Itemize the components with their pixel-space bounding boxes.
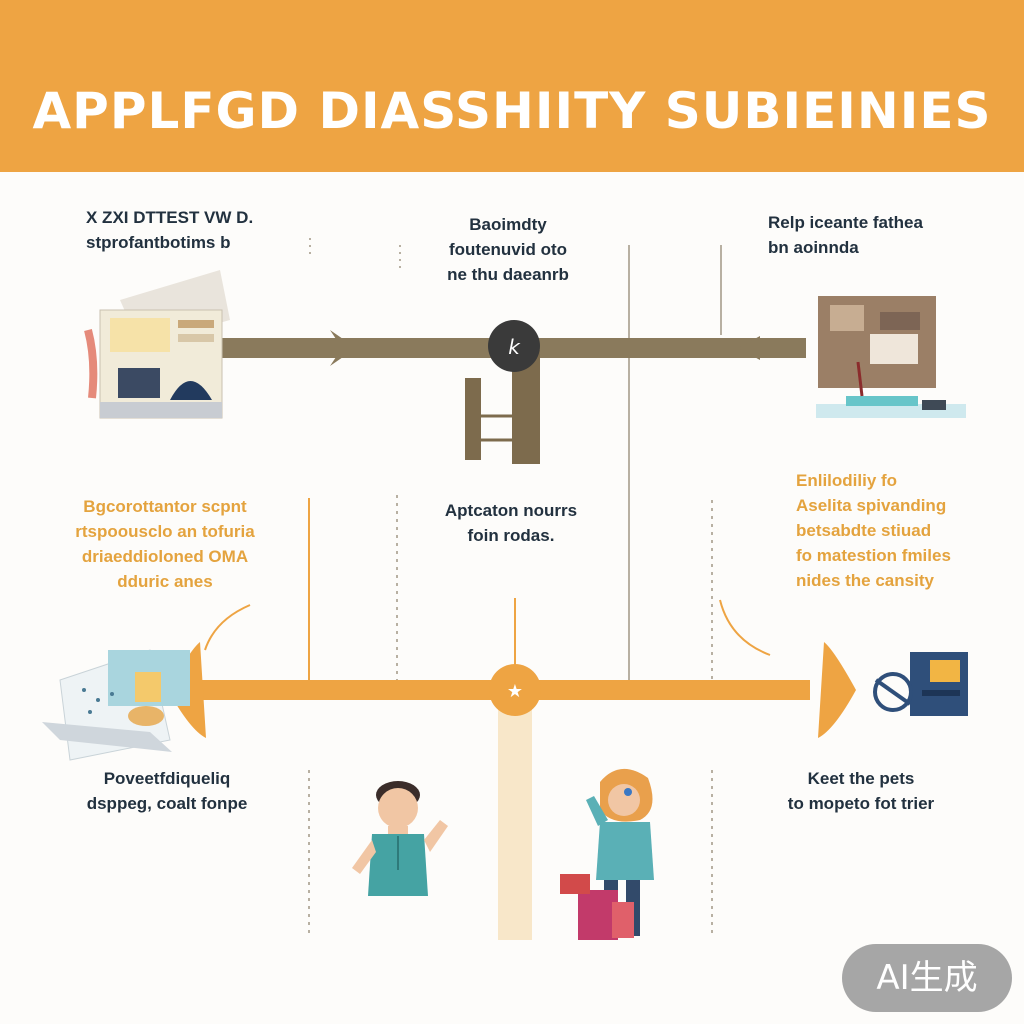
monitor-illustration-icon — [873, 652, 968, 716]
post-shape — [465, 378, 481, 460]
label-top-center: Baoimdty foutenuvid oto ne thu daeanrb — [438, 212, 578, 287]
label-line: dsppeg, coalt fonpe — [86, 794, 248, 813]
connector-lines — [308, 238, 722, 935]
label-line: driaeddioloned OMA — [81, 547, 249, 566]
label-line: fo matestion fmiles — [796, 546, 951, 565]
ai-generated-badge: AI生成 — [842, 944, 1012, 1012]
label-line: Enlilodiliy fo — [796, 471, 898, 490]
label-line: to mopeto fot trier — [787, 794, 935, 813]
label-line: rtspoousclo an tofuria — [75, 522, 255, 541]
label-line: Relp iceante fathea — [768, 213, 923, 232]
page-title: APPLFGD DIASSHIITY SUBIEINIES — [32, 82, 992, 140]
label-mid-center: Aptcaton nourrs foin rodas. — [436, 498, 586, 548]
arrow-right-icon — [818, 642, 856, 738]
header-banner: APPLFGD DIASSHIITY SUBIEINIES — [0, 0, 1024, 172]
arrow-right-icon — [330, 330, 356, 366]
label-top-right: Relp iceante fathea bn aoinnda — [768, 210, 923, 260]
top-timeline — [222, 320, 806, 464]
label-mid-right: Enlilodiliy fo Aselita spivanding betsab… — [796, 468, 951, 593]
label-top-left: X ZXI DTTEST VW D. stprofantbotims b — [86, 205, 253, 255]
person-illustration-icon — [352, 781, 448, 896]
top-hub-label: k — [508, 335, 521, 359]
newspaper-illustration-icon — [84, 270, 230, 419]
label-line: foutenuvid oto — [448, 240, 568, 259]
label-mid-left: Bgcorottantor scpnt rtspoousclo an tofur… — [50, 494, 280, 594]
label-line: Keet the pets — [807, 769, 915, 788]
label-bottom-right: Keet the pets to mopeto fot trier — [766, 766, 956, 816]
label-line: Poveetfdiqueliq — [103, 769, 231, 788]
arrow-left-icon — [738, 336, 760, 360]
label-line: X ZXI DTTEST VW D. — [86, 208, 254, 227]
label-line: stprofantbotims b — [86, 233, 231, 252]
label-bottom-left: Poveetfdiqueliq dsppeg, coalt fonpe — [72, 766, 262, 816]
label-line: bn aoinnda — [768, 238, 859, 257]
top-hub-icon — [488, 320, 540, 372]
bottom-hub-label: ★ — [507, 681, 523, 702]
label-line: Bgcorottantor scpnt — [83, 497, 247, 516]
bottom-hub-icon — [489, 664, 541, 716]
label-line: Baoimdty — [469, 215, 547, 234]
label-line: dduric anes — [117, 572, 213, 591]
label-line: betsabdte stiuad — [796, 521, 932, 540]
documents-illustration-icon — [42, 649, 190, 761]
corkboard-illustration-icon — [816, 296, 966, 418]
label-line: nides the cansity — [796, 571, 934, 590]
woman-with-bags-illustration-icon — [560, 768, 654, 940]
label-line: Aptcaton nourrs — [444, 501, 578, 520]
label-line: ne thu daeanrb — [447, 265, 569, 284]
label-line: foin rodas. — [467, 526, 555, 545]
label-line: Aselita spivanding — [796, 496, 947, 515]
light-beam — [498, 700, 532, 940]
